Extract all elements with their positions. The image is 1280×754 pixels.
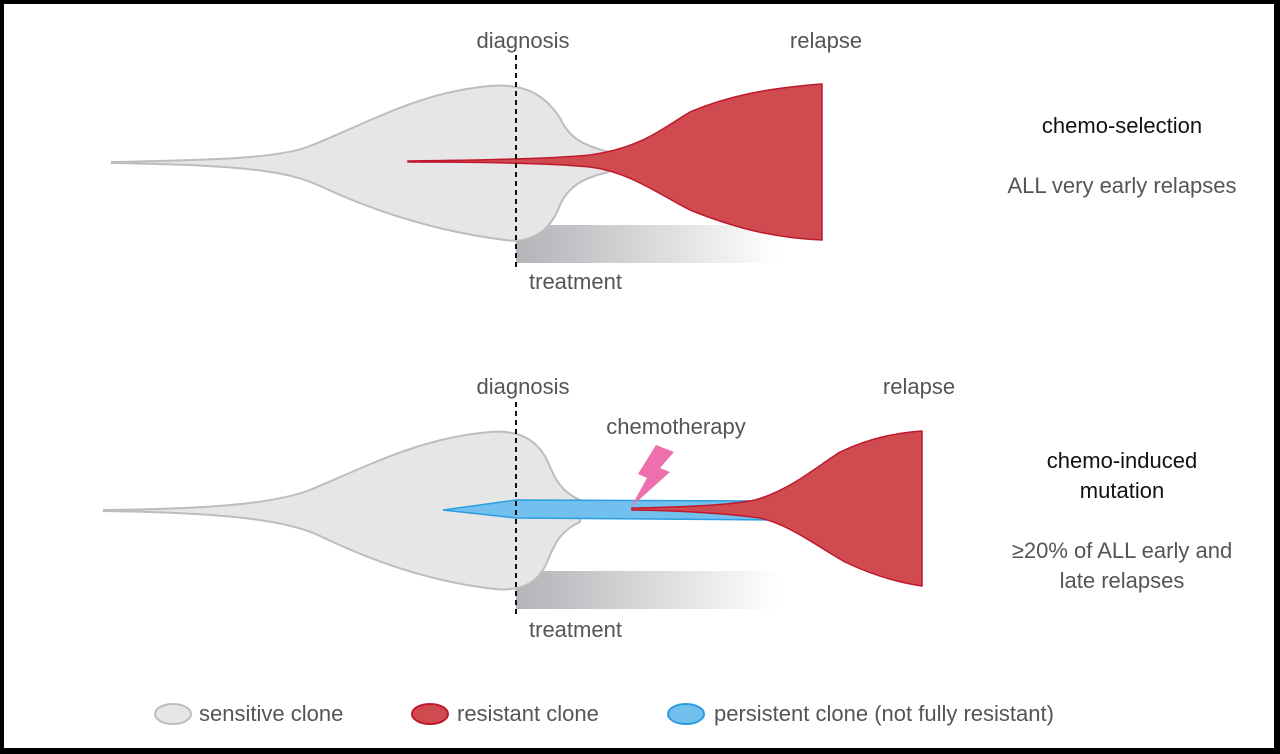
resistant-clone-shape [631,430,923,587]
legend-sensitive-swatch [154,703,192,725]
diagnosis-label: diagnosis [477,374,570,399]
legend-sensitive-label: sensitive clone [199,701,343,726]
legend-persistent-swatch [667,703,705,725]
relapse-label: relapse [790,28,862,53]
relapse-label: relapse [883,374,955,399]
treatment-bar [516,225,780,263]
treatment-bar [516,571,780,609]
diagnosis-label: diagnosis [477,28,570,53]
treatment-label: treatment [529,617,622,642]
panel-chemo-selection: diagnosis relapse treatment chemo-select… [111,28,1237,294]
resistant-clone-shape [407,83,823,241]
mechanism-note-line2: late relapses [1060,568,1185,593]
legend: sensitive clone resistant clone persiste… [154,701,1054,726]
mechanism-title-line2: mutation [1080,478,1164,503]
chemotherapy-bolt-icon [631,445,674,507]
treatment-label: treatment [529,269,622,294]
panel-chemo-induced-mutation: diagnosis relapse chemotherapy treatment… [103,374,1232,642]
mechanism-title: chemo-selection [1042,113,1202,138]
mechanism-title-line1: chemo-induced [1047,448,1197,473]
mechanism-note-line1: ≥20% of ALL early and [1012,538,1232,563]
sensitive-clone-shape [103,430,581,591]
legend-resistant-label: resistant clone [457,701,599,726]
legend-resistant-swatch [411,703,449,725]
figure-panel [4,4,1274,748]
chemotherapy-label: chemotherapy [606,414,745,439]
legend-persistent-label: persistent clone (not fully resistant) [714,701,1054,726]
mechanism-note: ALL very early relapses [1007,173,1236,198]
